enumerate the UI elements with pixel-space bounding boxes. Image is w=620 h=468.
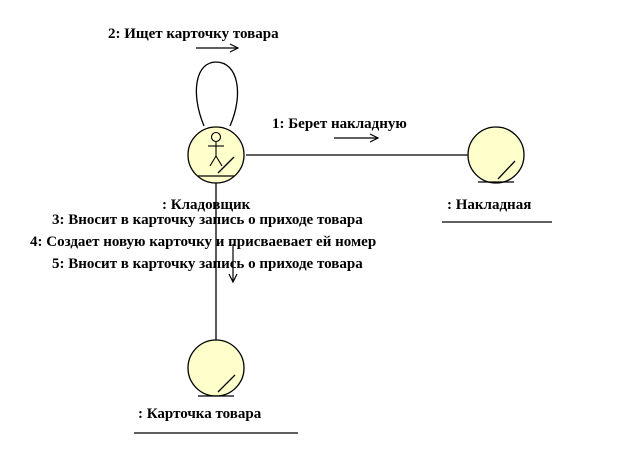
object-invoice[interactable] [467, 126, 525, 184]
invoice-base [478, 160, 516, 183]
object-card[interactable] [187, 339, 245, 397]
card-base [198, 374, 236, 397]
message-label-2: 2: Ищет карточку товара [108, 26, 279, 42]
card-circle [187, 339, 245, 397]
message-arrow-1 [334, 133, 380, 143]
invoice-circle [467, 126, 525, 184]
message-arrow-3-5 [228, 244, 238, 284]
message-label-5: 5: Вносит в карточку запись о приходе то… [52, 256, 363, 272]
object-storekeeper[interactable] [187, 126, 245, 184]
storekeeper-label: : Кладовщик [162, 197, 251, 213]
card-label: : Карточка товара [138, 406, 262, 422]
message-label-3: 3: Вносит в карточку запись о приходе то… [52, 212, 363, 228]
actor-icon [208, 131, 224, 167]
invoice-label: : Накладная [447, 197, 531, 213]
message-label-4: 4: Создает новую карточку и присваевает … [30, 234, 376, 250]
message-label-1: 1: Берет накладную [272, 116, 407, 132]
self-link-loop [195, 61, 239, 127]
storekeeper-base [198, 156, 235, 177]
message-arrow-2 [196, 43, 240, 53]
